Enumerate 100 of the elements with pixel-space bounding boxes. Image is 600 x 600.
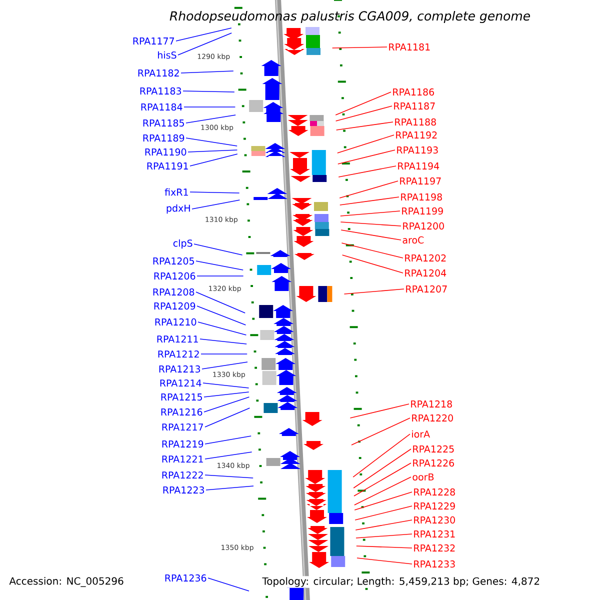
gene-label: RPA1218 [411, 400, 452, 408]
gene-label: RPA1221 [162, 455, 203, 463]
leader-line [180, 70, 234, 74]
title: Rhodopseudomonas palustris CGA009, complete genome [170, 10, 530, 24]
leader-line [335, 92, 392, 116]
leader-line [204, 474, 254, 478]
leader-line [354, 506, 412, 520]
leader-line [355, 520, 412, 530]
leader-line [194, 244, 243, 256]
leader-line [353, 448, 412, 488]
gene-label: RPA1186 [393, 88, 434, 96]
gene-label: RPA1183 [140, 87, 182, 95]
gene-label: RPA1202 [405, 254, 446, 262]
gene-label: RPA1229 [414, 502, 455, 510]
leader-line [186, 114, 236, 124]
gene-label: RPA1181 [389, 43, 430, 51]
gene-label: iorA [412, 430, 430, 438]
leader-line [204, 396, 250, 412]
gene-label: RPA1191 [147, 162, 188, 170]
gene-label: RPA1228 [414, 488, 455, 496]
leader-line [182, 90, 235, 92]
leader-line [196, 260, 244, 270]
leader-line [178, 32, 232, 56]
leader-line [340, 222, 402, 226]
leader-line [196, 292, 246, 314]
gene-label: RPA1207 [406, 285, 447, 293]
leader-line [338, 150, 396, 164]
leader-line [196, 306, 246, 326]
gene-label: RPA1206 [154, 272, 196, 280]
leader-line [335, 106, 392, 122]
leader-line [344, 288, 404, 294]
gene-label: RPA1189 [143, 134, 184, 142]
leader-line [208, 578, 250, 592]
leader-line [354, 492, 412, 510]
leader-line [190, 154, 238, 166]
leader-line [188, 150, 238, 152]
leader-line [206, 486, 254, 490]
leader-line [204, 392, 250, 398]
leader-line [332, 46, 388, 48]
gene-label: RPA1217 [162, 423, 203, 431]
gene-label: RPA1185 [143, 119, 184, 127]
gene-label: RPA1222 [162, 471, 203, 479]
gene-label: RPA1216 [161, 408, 202, 416]
leader-line [176, 28, 232, 42]
gene-label: RPA1194 [398, 162, 440, 170]
gene-label: RPA1192 [396, 131, 437, 139]
leader-line [341, 242, 404, 258]
leader-line [354, 462, 412, 496]
gene-label: hisS [158, 51, 176, 59]
leader-line [340, 230, 402, 240]
leader-line [202, 362, 248, 370]
gene-label: RPA1182 [138, 69, 179, 77]
gene-label: RPA1230 [414, 516, 455, 524]
leader-line [340, 210, 400, 216]
leader-line [352, 434, 410, 478]
gene-label: RPA1199 [402, 207, 443, 215]
gene-label: RPA1193 [397, 146, 438, 154]
gene-label: RPA1187 [394, 102, 435, 110]
gene-label: RPA1184 [141, 103, 182, 111]
leader-line [192, 200, 240, 210]
leader-line [339, 180, 398, 198]
gene-label: RPA1213 [159, 365, 200, 373]
gene-label: RPA1177 [133, 38, 174, 44]
leader-line [342, 254, 404, 274]
leader-line [350, 404, 410, 418]
leader-line [356, 546, 412, 548]
gene-label: RPA1214 [160, 379, 202, 387]
leader-line [354, 476, 412, 506]
gene-label: RPA1220 [412, 414, 453, 422]
gene-label: RPA1236 [165, 574, 206, 582]
leader-line [338, 166, 396, 178]
leader-line [340, 196, 400, 206]
leader-line [186, 138, 238, 146]
leader-line [204, 408, 250, 428]
leader-line [190, 192, 240, 194]
gene-label: RPA1205 [153, 257, 194, 265]
leader-line [204, 452, 252, 460]
gene-label: RPA1223 [163, 486, 204, 494]
leader-line [337, 134, 394, 154]
gene-label: RPA1200 [403, 222, 444, 230]
footer-text: Topology: circular; Length: 5,459,213 bp; Genes: 4,872 [261, 576, 542, 588]
gene-label: RPA1190 [145, 148, 186, 156]
leader-line [336, 122, 394, 130]
gene-label: RPA1210 [155, 318, 196, 326]
leader-line [204, 436, 252, 444]
gene-label: RPA1233 [414, 560, 455, 568]
gene-label: RPA1215 [161, 393, 202, 401]
gene-label: RPA1197 [400, 177, 441, 185]
leader-line [200, 338, 247, 344]
gene-label: RPA1208 [153, 288, 194, 296]
gene-label: RPA1211 [157, 335, 198, 343]
leader-line [184, 106, 236, 108]
gene-label: RPA1232 [414, 544, 455, 552]
leader-line [356, 534, 412, 538]
gene-label: RPA1219 [162, 440, 204, 448]
leader-line [198, 322, 247, 336]
leader-line [356, 558, 412, 564]
gene-label: aroC [402, 236, 424, 244]
gene-label: RPA1188 [395, 118, 436, 126]
gene-label: fixR1 [164, 188, 188, 196]
